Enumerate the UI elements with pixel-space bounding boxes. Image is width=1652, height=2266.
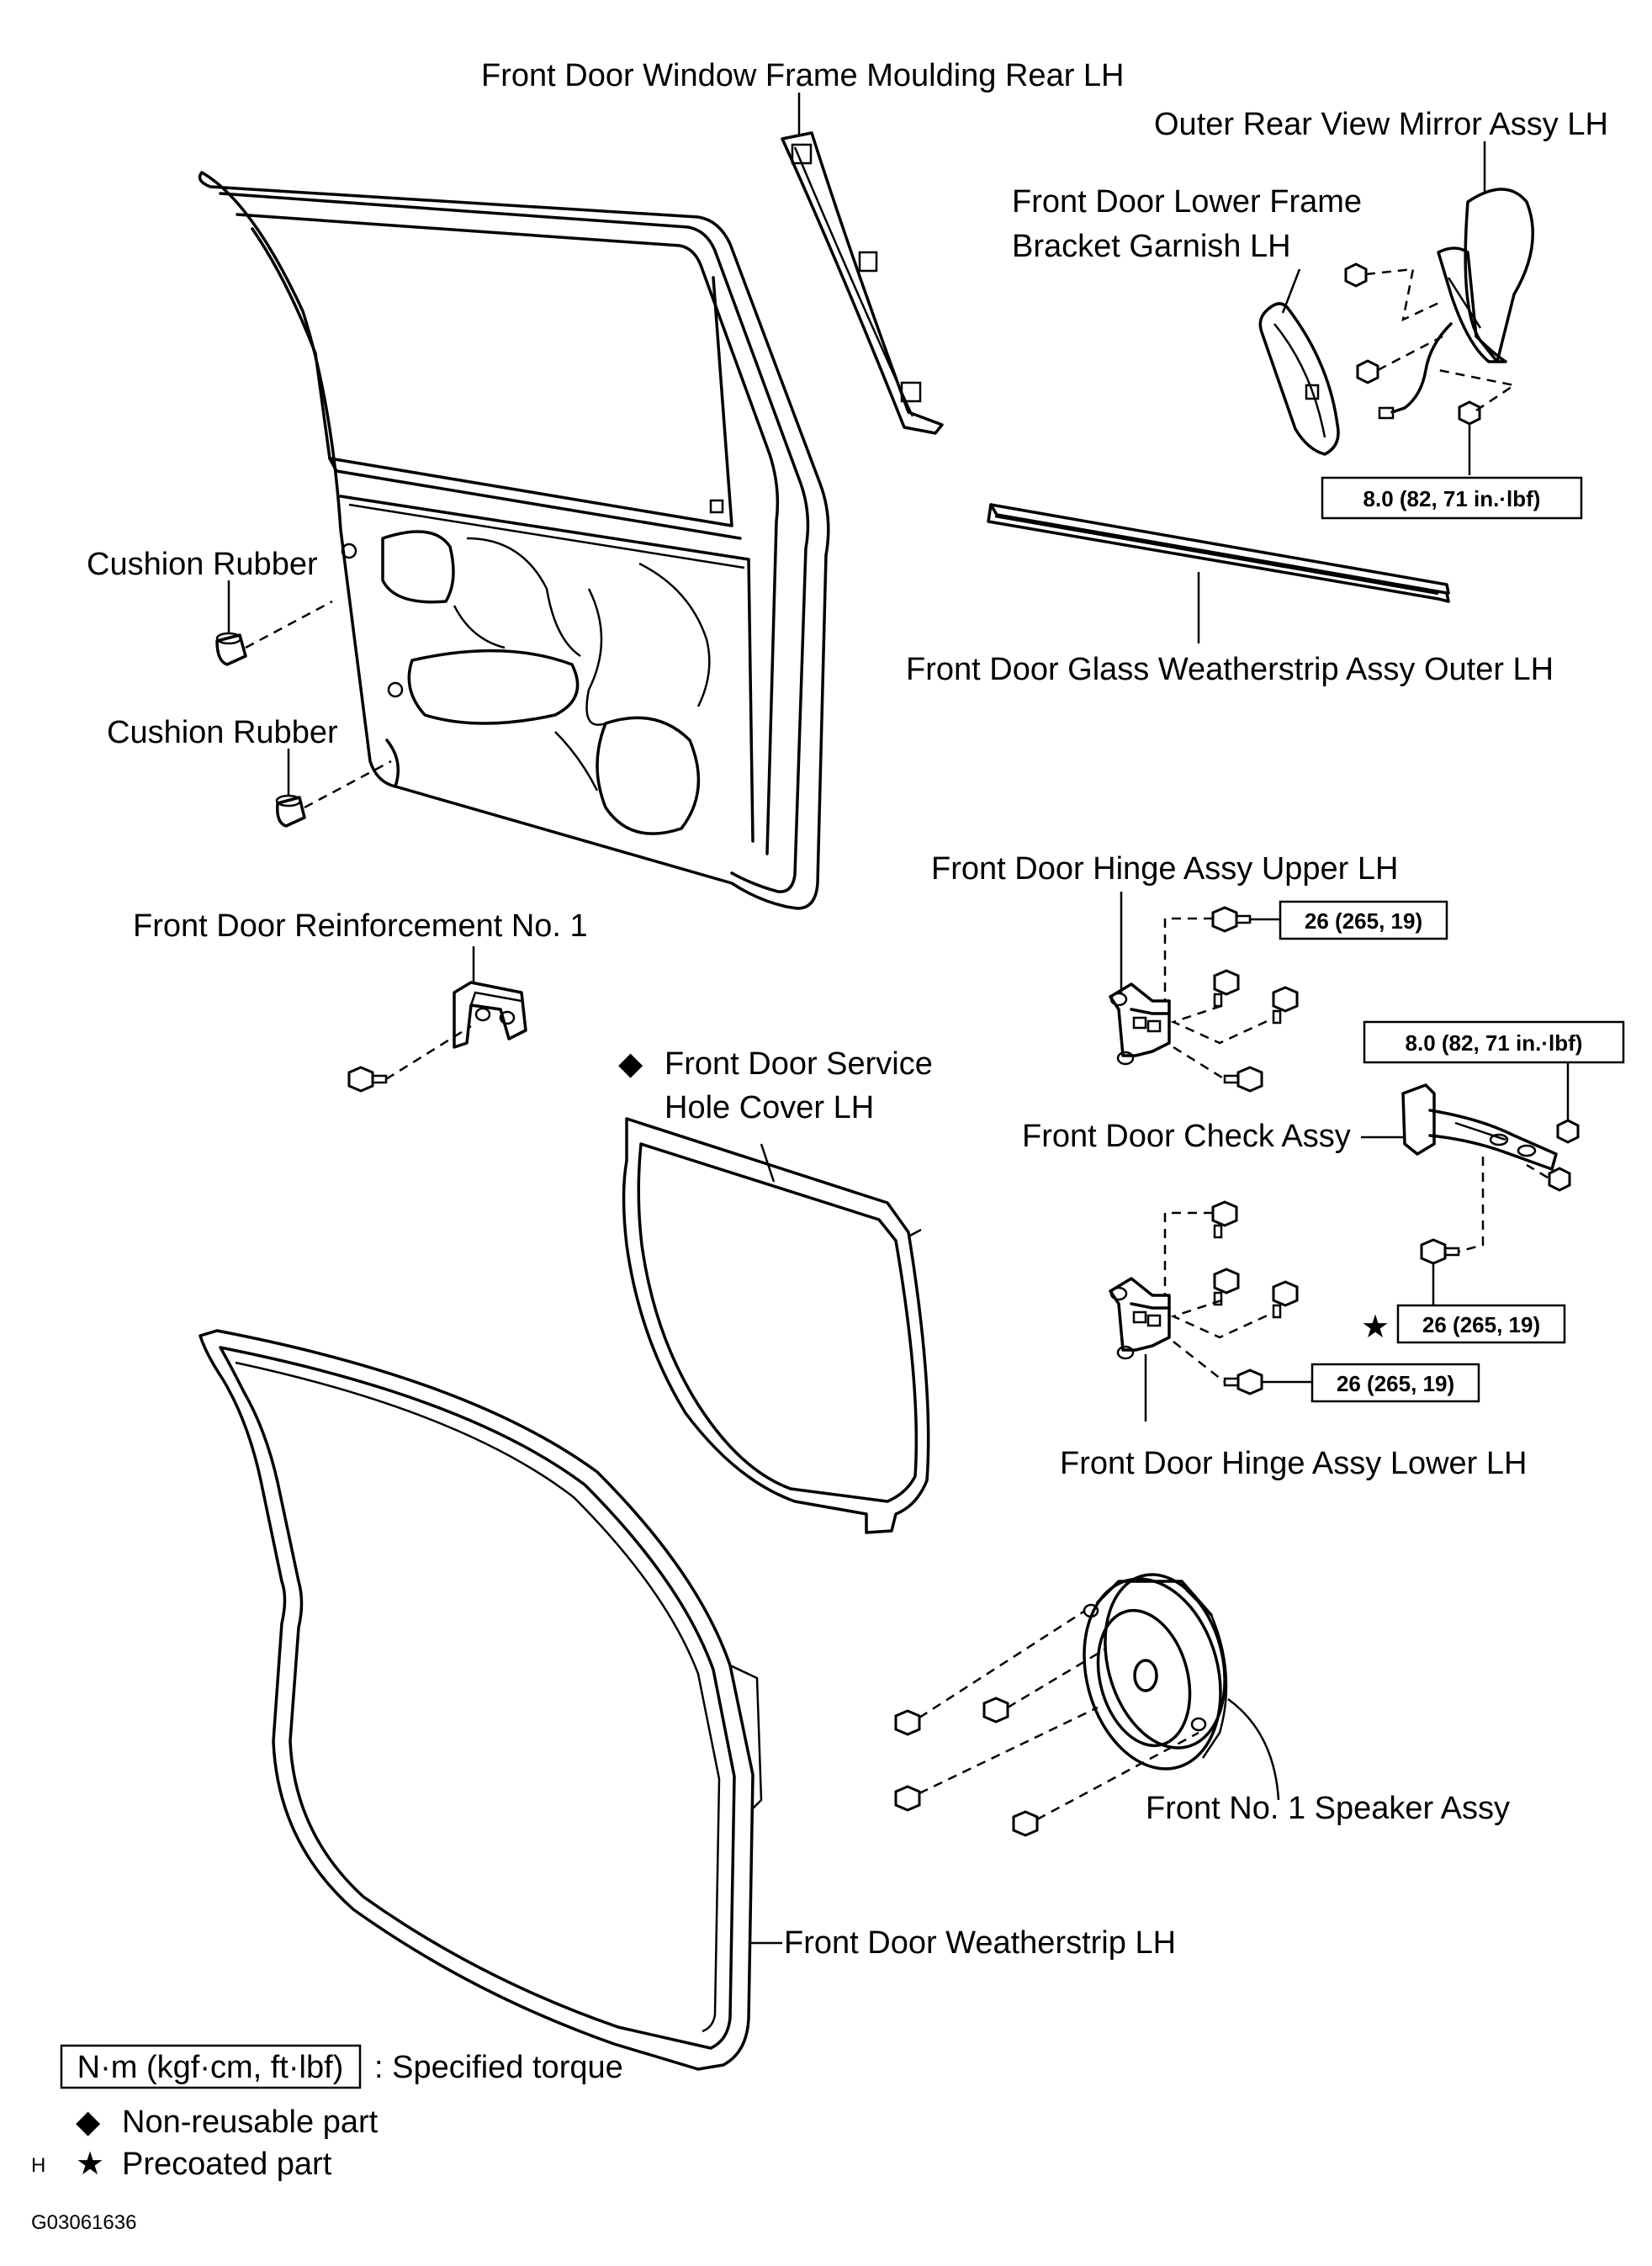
torque-box-check-lower: ★ 26 (265, 19) [1361,1304,1566,1345]
label-moulding: Front Door Window Frame Moulding Rear LH [481,58,1125,93]
label-mirror: Outer Rear View Mirror Assy LH [1154,107,1608,142]
legend-nonreusable-text: Non-reusable part [122,2105,379,2140]
mirror-nuts [1344,262,1517,475]
front-door-panel [198,171,830,910]
label-service-cover-line1: Front Door Service [665,1046,933,1082]
torque-box-check: 8.0 (82, 71 in.·lbf) [1363,1020,1625,1064]
check-bolts [1420,1062,1580,1305]
front-door-check [1361,1083,1558,1171]
part-labels: Front Door Window Frame Moulding Rear LH… [87,58,1608,1961]
door-weatherstrip [199,1329,782,2071]
torque-box-mirror: 8.0 (82, 71 in.·lbf) [1321,476,1583,520]
torque-box-hinge-upper: 26 (265, 19) [1279,900,1448,940]
label-weatherstrip: Front Door Weatherstrip LH [784,1925,1176,1961]
label-cushion-lower: Cushion Rubber [107,715,338,750]
legend-precoated-symbol: ★ [76,2147,104,2182]
torque-mirror: 8.0 (82, 71 in.·lbf) [1363,486,1541,511]
torque-hinge-lower: 26 (265, 19) [1337,1371,1454,1396]
front-speaker [1083,1573,1280,1801]
label-weatherstrip-outer: Front Door Glass Weatherstrip Assy Outer… [906,652,1554,687]
torque-box-hinge-lower: 26 (265, 19) [1310,1363,1480,1403]
label-hinge-lower: Front Door Hinge Assy Lower LH [1060,1446,1527,1481]
label-garnish-line2: Bracket Garnish LH [1012,229,1291,264]
cushion-rubber-lower [275,760,392,828]
legend: N·m (kgf·cm, ft·lbf) : Specified torque … [31,2044,623,2234]
window-frame-moulding [781,131,944,435]
precoated-symbol-check: ★ [1361,1310,1390,1345]
front-door-hinge-upper [1109,892,1171,1066]
legend-precoated-text: Precoated part [122,2147,332,2182]
legend-torque-unit: N·m (kgf·cm, ft·lbf) [77,2050,344,2085]
torque-check: 8.0 (82, 71 in.·lbf) [1406,1030,1583,1056]
speaker-screws [894,1609,1199,1837]
label-hinge-upper: Front Door Hinge Assy Upper LH [931,851,1398,887]
label-reinforcement: Front Door Reinforcement No. 1 [133,908,588,944]
legend-h-mark: H [31,2154,45,2177]
torque-hinge-upper: 26 (265, 19) [1305,908,1422,934]
service-hole-cover: ◆ [618,1046,930,1534]
hinge-lower-bolts [1163,1200,1312,1395]
front-door-hinge-lower [1109,1277,1171,1422]
cushion-rubber-upper [215,600,333,666]
torque-check-lower: 26 (265, 19) [1422,1312,1540,1337]
label-service-cover-line2: Hole Cover LH [665,1090,874,1125]
figure-code: G03061636 [31,2211,136,2234]
door-reinforcement [347,946,527,1093]
hinge-upper-bolts [1163,906,1299,1093]
nonreusable-symbol-cover: ◆ [618,1046,643,1082]
label-check: Front Door Check Assy [1022,1119,1351,1154]
glass-weatherstrip-outer [987,503,1450,643]
lower-frame-bracket-garnish [1258,268,1340,456]
label-cushion-upper: Cushion Rubber [87,547,318,582]
legend-torque-text: : Specified torque [374,2050,623,2085]
label-garnish-line1: Front Door Lower Frame [1012,184,1362,220]
label-speaker: Front No. 1 Speaker Assy [1146,1791,1510,1826]
legend-nonreusable-symbol: ◆ [76,2105,101,2140]
